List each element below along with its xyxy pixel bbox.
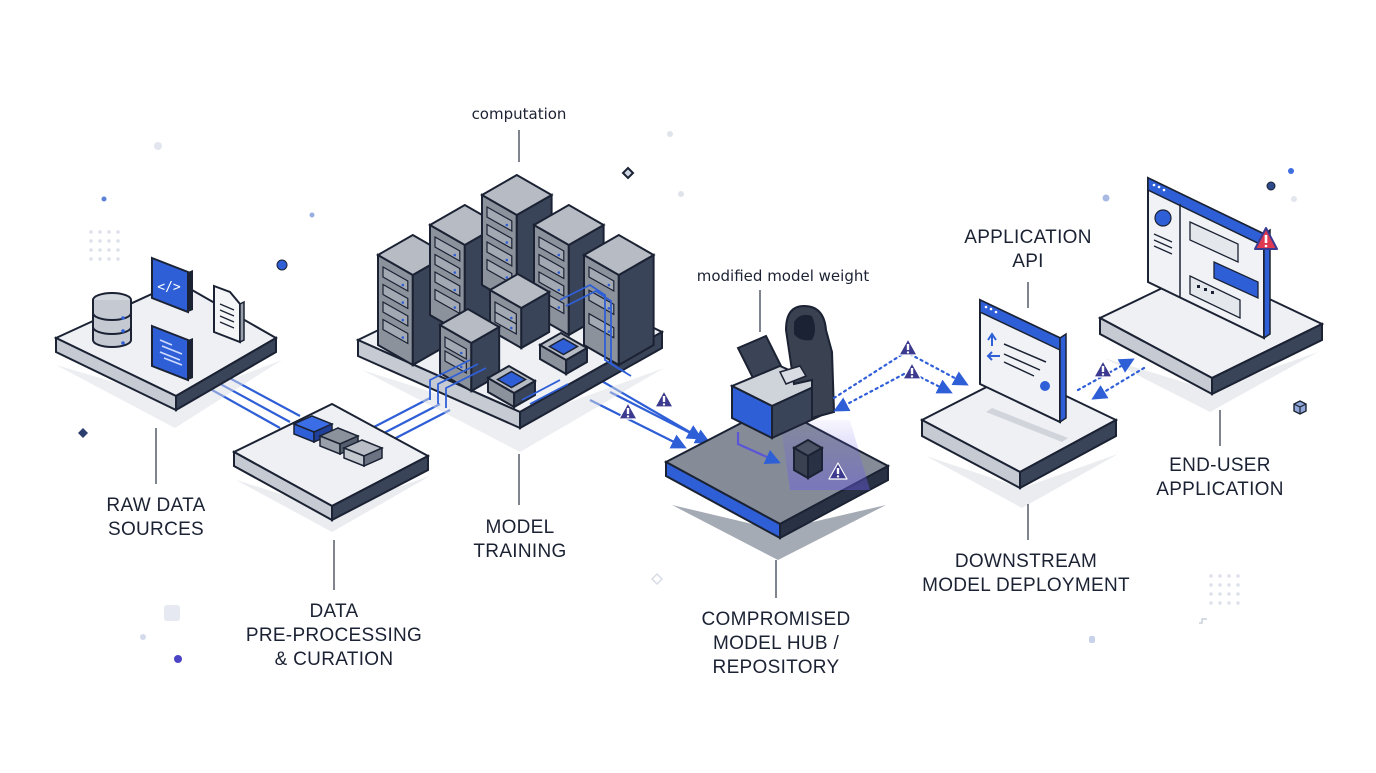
label-line: APPLICATION <box>964 227 1092 248</box>
label-application-api: APPLICATION API <box>948 226 1108 274</box>
compromised-hub-platform <box>663 304 891 560</box>
warning-icon <box>1093 360 1113 378</box>
svg-text:</>: </> <box>157 280 181 295</box>
label-line: DOWNSTREAM <box>954 551 1098 572</box>
callout-text: computation <box>471 105 567 123</box>
callout-text: modified model weight <box>696 267 870 285</box>
code-icon: </> <box>151 256 193 314</box>
cable-line <box>565 289 632 377</box>
gpu-unit <box>485 364 537 409</box>
raw-data-platform: </> <box>53 256 282 428</box>
label-data-preprocessing: DATA PRE-PROCESSING & CURATION <box>234 600 434 672</box>
hooded-attacker-icon <box>778 304 836 420</box>
cable-line <box>529 383 569 405</box>
dot-grid-icon <box>89 230 120 261</box>
leader-lines <box>155 130 1221 598</box>
server-rack <box>427 203 502 337</box>
cable-line <box>521 379 561 401</box>
app-window-icon <box>1147 176 1271 340</box>
decor-dot <box>1102 194 1110 202</box>
label-line: REPOSITORY <box>712 657 840 678</box>
server-stack <box>487 272 552 350</box>
deployment-platform <box>919 298 1119 508</box>
document-icon <box>213 284 245 344</box>
label-line: COMPROMISED <box>701 609 851 630</box>
decor-dot <box>309 212 315 218</box>
database-icon <box>92 292 132 348</box>
small-cube-icon <box>1293 400 1307 415</box>
decor-dot <box>667 131 673 137</box>
gpu-chip-icon <box>495 370 528 389</box>
label-line: SOURCES <box>107 519 205 540</box>
warning-icon <box>898 338 918 356</box>
data-block-icon <box>292 415 384 468</box>
label-line: DATA <box>309 601 359 622</box>
label-computation: computation <box>430 102 608 126</box>
warning-icon <box>902 362 922 380</box>
gpu-chip-icon <box>547 337 580 356</box>
decor-dot <box>1291 196 1297 202</box>
decor-diamond <box>621 166 635 180</box>
server-rack <box>581 233 656 367</box>
label-line: MODEL HUB / <box>712 633 840 654</box>
background-decorations <box>78 131 1307 663</box>
label-line: RAW DATA <box>106 495 206 516</box>
label-line: END-USER <box>1169 455 1271 476</box>
cable-line <box>437 363 479 404</box>
label-line: & CURATION <box>274 649 394 670</box>
text-file-icon <box>151 324 193 382</box>
gpu-unit <box>537 331 589 376</box>
preprocessing-platform <box>231 402 431 532</box>
alert-icon <box>1254 227 1278 250</box>
label-raw-data-sources: RAW DATA SOURCES <box>80 494 232 542</box>
decor-square <box>164 605 180 621</box>
decor-dot <box>1288 168 1294 174</box>
decor-dot <box>154 142 162 150</box>
label-downstream-deployment: DOWNSTREAM MODEL DEPLOYMENT <box>904 550 1148 598</box>
label-modified-model-weight: modified model weight <box>672 264 894 288</box>
label-end-user-application: END-USER APPLICATION <box>1140 454 1300 502</box>
decor-dot <box>140 634 146 640</box>
decor-step <box>1199 618 1207 624</box>
label-line: TRAINING <box>473 541 567 562</box>
decor-dot <box>174 655 182 663</box>
warning-icon <box>654 390 674 408</box>
decor-dot <box>101 196 107 202</box>
label-line: API <box>1012 251 1044 272</box>
decor-dot <box>276 259 288 271</box>
cable-line <box>445 367 487 408</box>
label-line: PRE-PROCESSING <box>245 625 423 646</box>
label-line: APPLICATION <box>1156 479 1284 500</box>
label-compromised-model-hub: COMPROMISED MODEL HUB / REPOSITORY <box>676 608 876 680</box>
cable-line <box>429 359 471 400</box>
label-model-training: MODEL TRAINING <box>440 516 600 564</box>
decor-dot <box>678 191 684 197</box>
label-line: MODEL <box>485 517 555 538</box>
dot-grid-icon <box>1209 574 1240 605</box>
tamper-arrow <box>736 432 781 464</box>
label-line: MODEL DEPLOYMENT <box>922 575 1130 596</box>
data-flow-lines <box>204 373 711 449</box>
decor-dot <box>1266 181 1276 191</box>
decor-diamond <box>78 428 88 438</box>
server-rack-icon <box>375 173 656 409</box>
end-user-platform <box>1097 176 1325 412</box>
api-window-icon <box>979 298 1067 424</box>
model-cube-icon <box>791 438 825 480</box>
decor-dot <box>1089 636 1095 643</box>
decor-diamond <box>650 572 664 586</box>
